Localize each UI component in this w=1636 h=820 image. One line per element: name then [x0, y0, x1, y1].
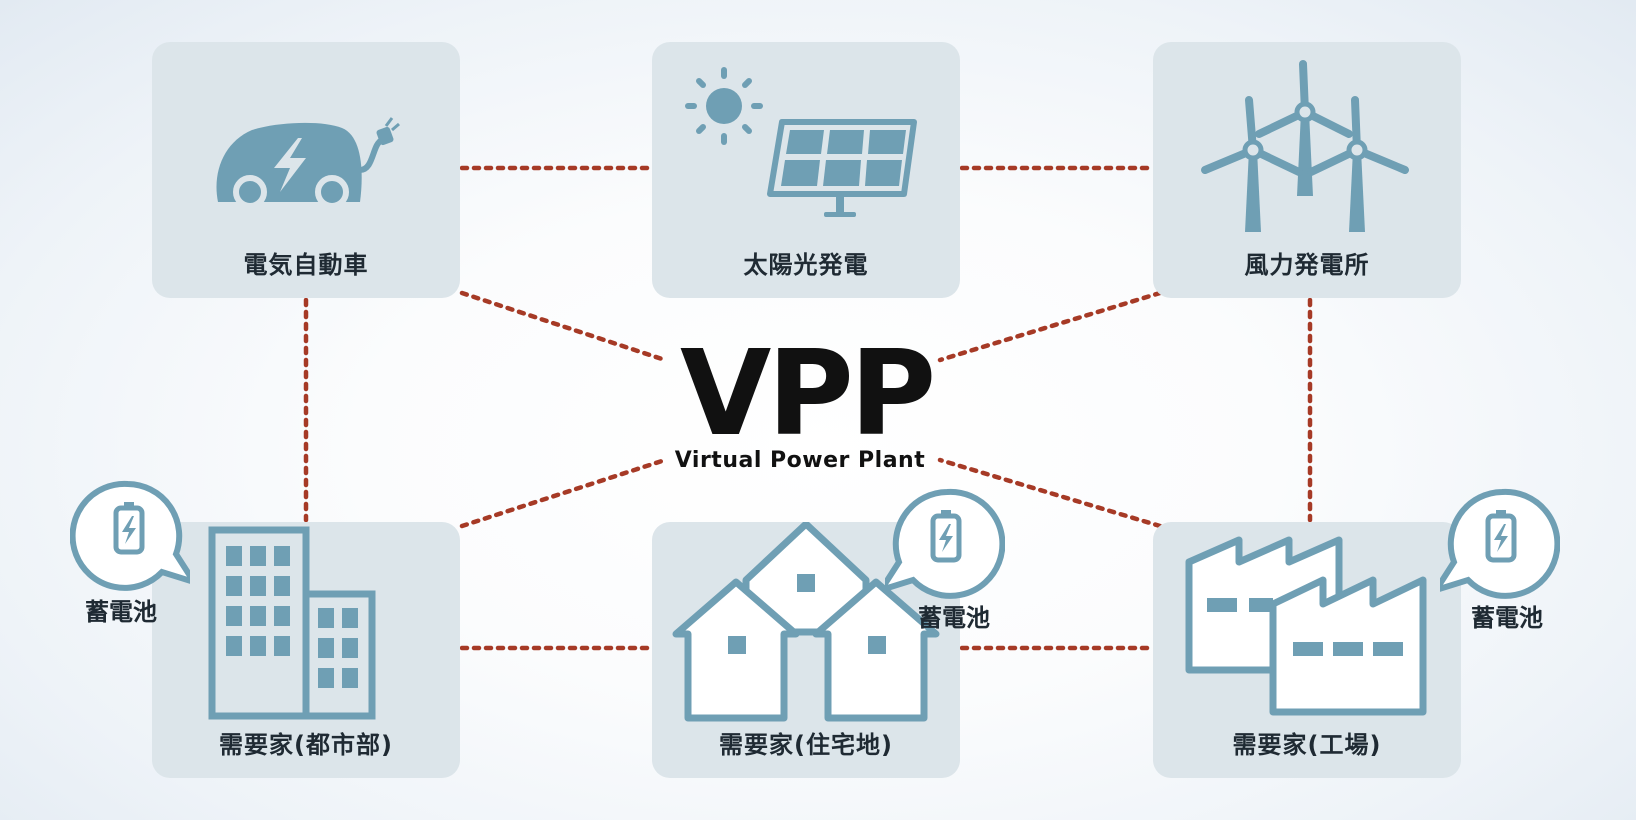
diagram-title: VPP — [680, 324, 936, 462]
battery-label-factory: 蓄電池 — [1471, 604, 1543, 632]
battery-label-urban: 蓄電池 — [85, 598, 157, 626]
battery-label-residential: 蓄電池 — [918, 604, 990, 632]
wind-turbine-icon — [1201, 60, 1409, 232]
node-label: 電気自動車 — [243, 251, 369, 279]
sun-icon — [685, 67, 763, 145]
link-factory-center — [937, 457, 1163, 529]
node-label: 需要家(都市部) — [219, 731, 393, 759]
factory-icon — [1185, 536, 1427, 716]
node-solar-power: 太陽光発電 — [652, 42, 960, 298]
battery-callout-icon — [885, 488, 1005, 599]
diagram-subtitle: Virtual Power Plant — [674, 448, 926, 473]
solar-panel-icon — [685, 67, 917, 217]
office-building-icon — [208, 526, 376, 720]
node-wind-farm: 風力発電所 — [1153, 42, 1461, 298]
battery-callout-icon — [1440, 488, 1560, 599]
houses-icon — [672, 522, 940, 722]
link-wind-center — [937, 290, 1163, 363]
node-consumer-factory: 需要家(工場) — [1153, 522, 1461, 778]
electric-car-icon — [216, 117, 400, 209]
battery-callout-icon — [70, 480, 190, 591]
node-electric-vehicle: 電気自動車 — [152, 42, 460, 298]
link-ev-center — [459, 290, 668, 363]
node-label: 太陽光発電 — [743, 251, 869, 279]
node-label: 需要家(住宅地) — [719, 731, 893, 759]
node-label: 需要家(工場) — [1232, 731, 1382, 759]
node-label: 風力発電所 — [1244, 251, 1370, 279]
link-urban-center — [459, 457, 668, 529]
node-consumer-urban: 需要家(都市部) — [152, 522, 460, 778]
